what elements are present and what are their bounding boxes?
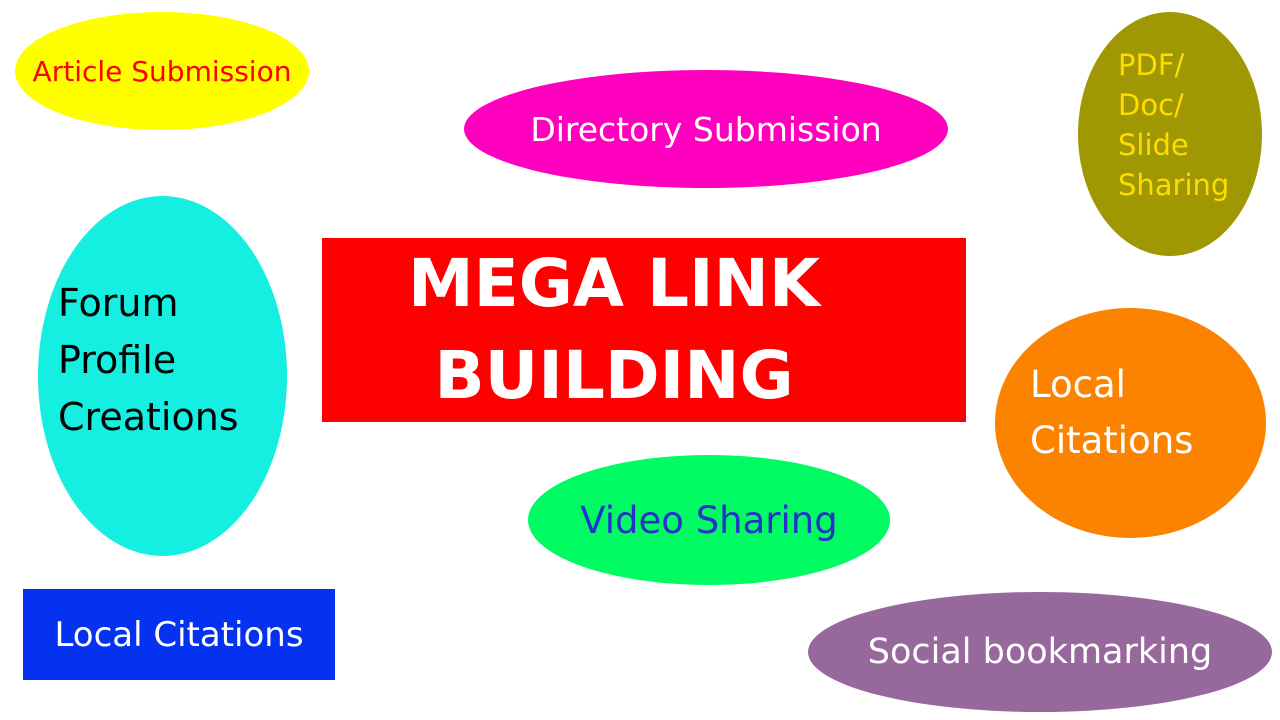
bubble-article-submission: Article Submission	[15, 12, 309, 130]
bubble-pdf-doc-slide-sharing-label: PDF/ Doc/ Slide Sharing	[1118, 48, 1230, 202]
bubble-pdf-doc-slide-sharing: PDF/ Doc/ Slide Sharing	[1078, 12, 1262, 256]
bubble-local-citations-left-label: Local Citations	[54, 614, 304, 655]
title-banner: MEGA LINK BUILDING	[322, 238, 966, 422]
bubble-local-citations-right-label: Local Citations	[1030, 363, 1194, 462]
bubble-social-bookmarking-label: Social bookmarking	[867, 632, 1213, 672]
bubble-directory-submission: Directory Submission	[464, 70, 948, 188]
title-label: MEGA LINK BUILDING	[408, 245, 820, 414]
bubble-article-submission-label: Article Submission	[32, 54, 292, 88]
bubble-local-citations-right: Local Citations	[995, 308, 1266, 538]
bubble-social-bookmarking: Social bookmarking	[808, 592, 1272, 712]
bubble-directory-submission-label: Directory Submission	[530, 109, 882, 149]
bubble-forum-profile-creations-label: Forum Profile Creations	[58, 280, 239, 439]
bubble-local-citations-left: Local Citations	[23, 589, 335, 680]
bubble-video-sharing: Video Sharing	[528, 455, 890, 585]
bubble-video-sharing-label: Video Sharing	[580, 498, 838, 542]
bubble-forum-profile-creations: Forum Profile Creations	[38, 196, 287, 556]
